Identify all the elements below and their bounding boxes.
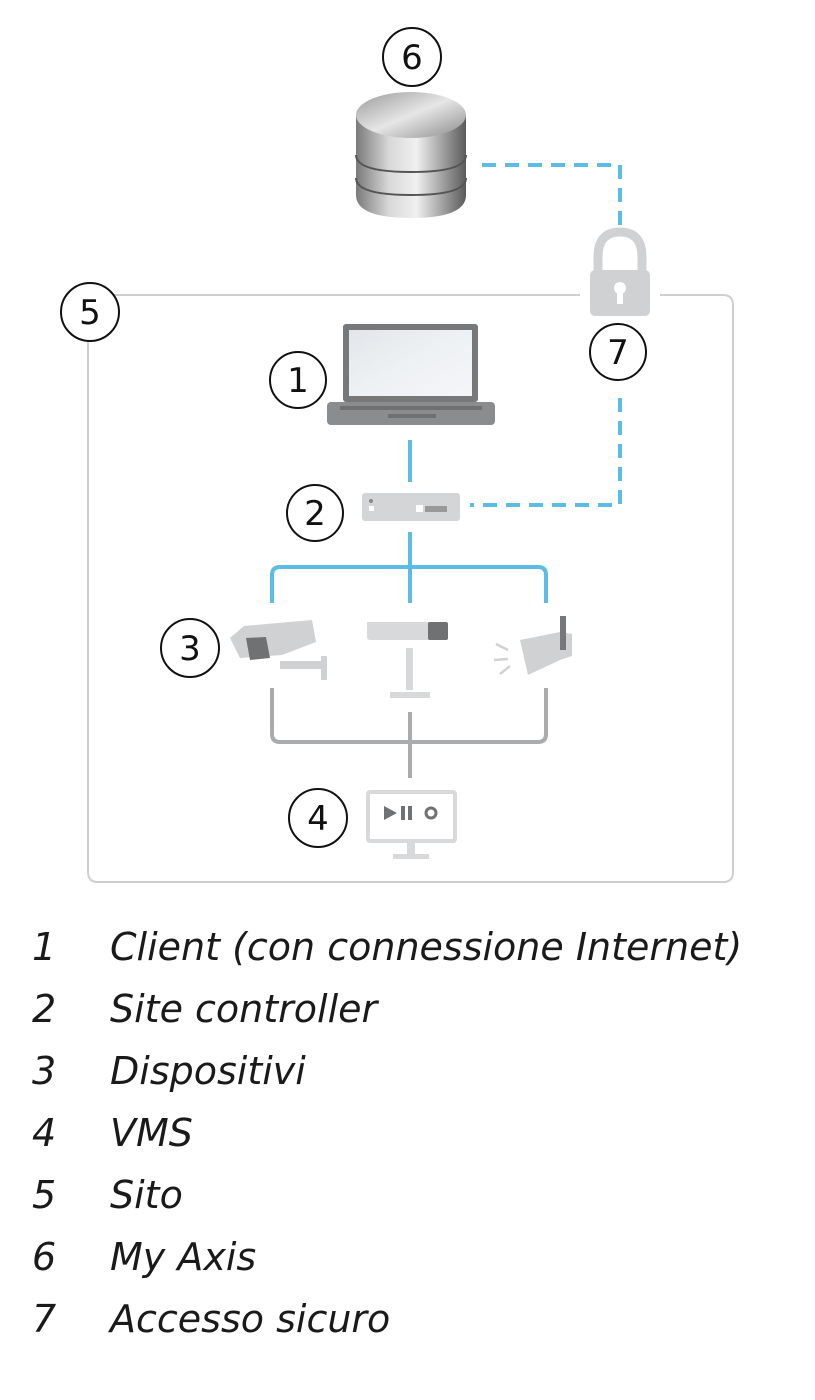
legend-number: 1 (32, 925, 57, 969)
legend-number: 7 (32, 1297, 57, 1341)
callout-5-label: 5 (79, 293, 101, 333)
database-icon (355, 92, 467, 218)
callout-2-label: 2 (304, 494, 326, 534)
device-network-lines (270, 532, 548, 603)
callout-7 (589, 323, 647, 381)
callout-3 (160, 618, 220, 678)
legend-number: 3 (32, 1049, 57, 1093)
legend-label: Dispositivi (110, 1049, 306, 1093)
legend-number: 2 (32, 987, 57, 1031)
callout-1-label: 1 (287, 361, 309, 401)
legend-label: Sito (110, 1173, 183, 1217)
legend-number: 5 (32, 1173, 57, 1217)
vms-network-lines (270, 688, 548, 778)
callout-7-label: 7 (607, 333, 629, 373)
horn-speaker-icon (493, 616, 572, 675)
callout-1 (269, 351, 327, 409)
legend-label: Client (con connessione Internet) (110, 925, 743, 969)
callout-3-label: 3 (179, 629, 201, 669)
callout-5 (60, 282, 120, 342)
monitor-vms-icon (366, 790, 457, 859)
network-diagram: 6 5 1 7 2 3 4 (60, 27, 734, 883)
legend-label: Site controller (110, 987, 378, 1031)
legend-number: 4 (32, 1111, 57, 1155)
legend-label: My Axis (110, 1235, 257, 1279)
callout-2 (286, 484, 344, 542)
lock-icon (590, 227, 650, 316)
secure-connection-line (470, 163, 622, 507)
legend-number: 6 (32, 1235, 57, 1279)
legend-label: VMS (110, 1111, 193, 1155)
box-camera-icon (367, 622, 448, 698)
bullet-camera-icon (230, 620, 327, 680)
callout-4 (288, 788, 348, 848)
callout-6 (382, 27, 442, 87)
laptop-icon (327, 324, 495, 425)
site-controller-icon (362, 493, 460, 521)
callout-6-label: 6 (401, 38, 423, 78)
legend-label: Accesso sicuro (110, 1297, 391, 1341)
callout-4-label: 4 (307, 799, 329, 839)
